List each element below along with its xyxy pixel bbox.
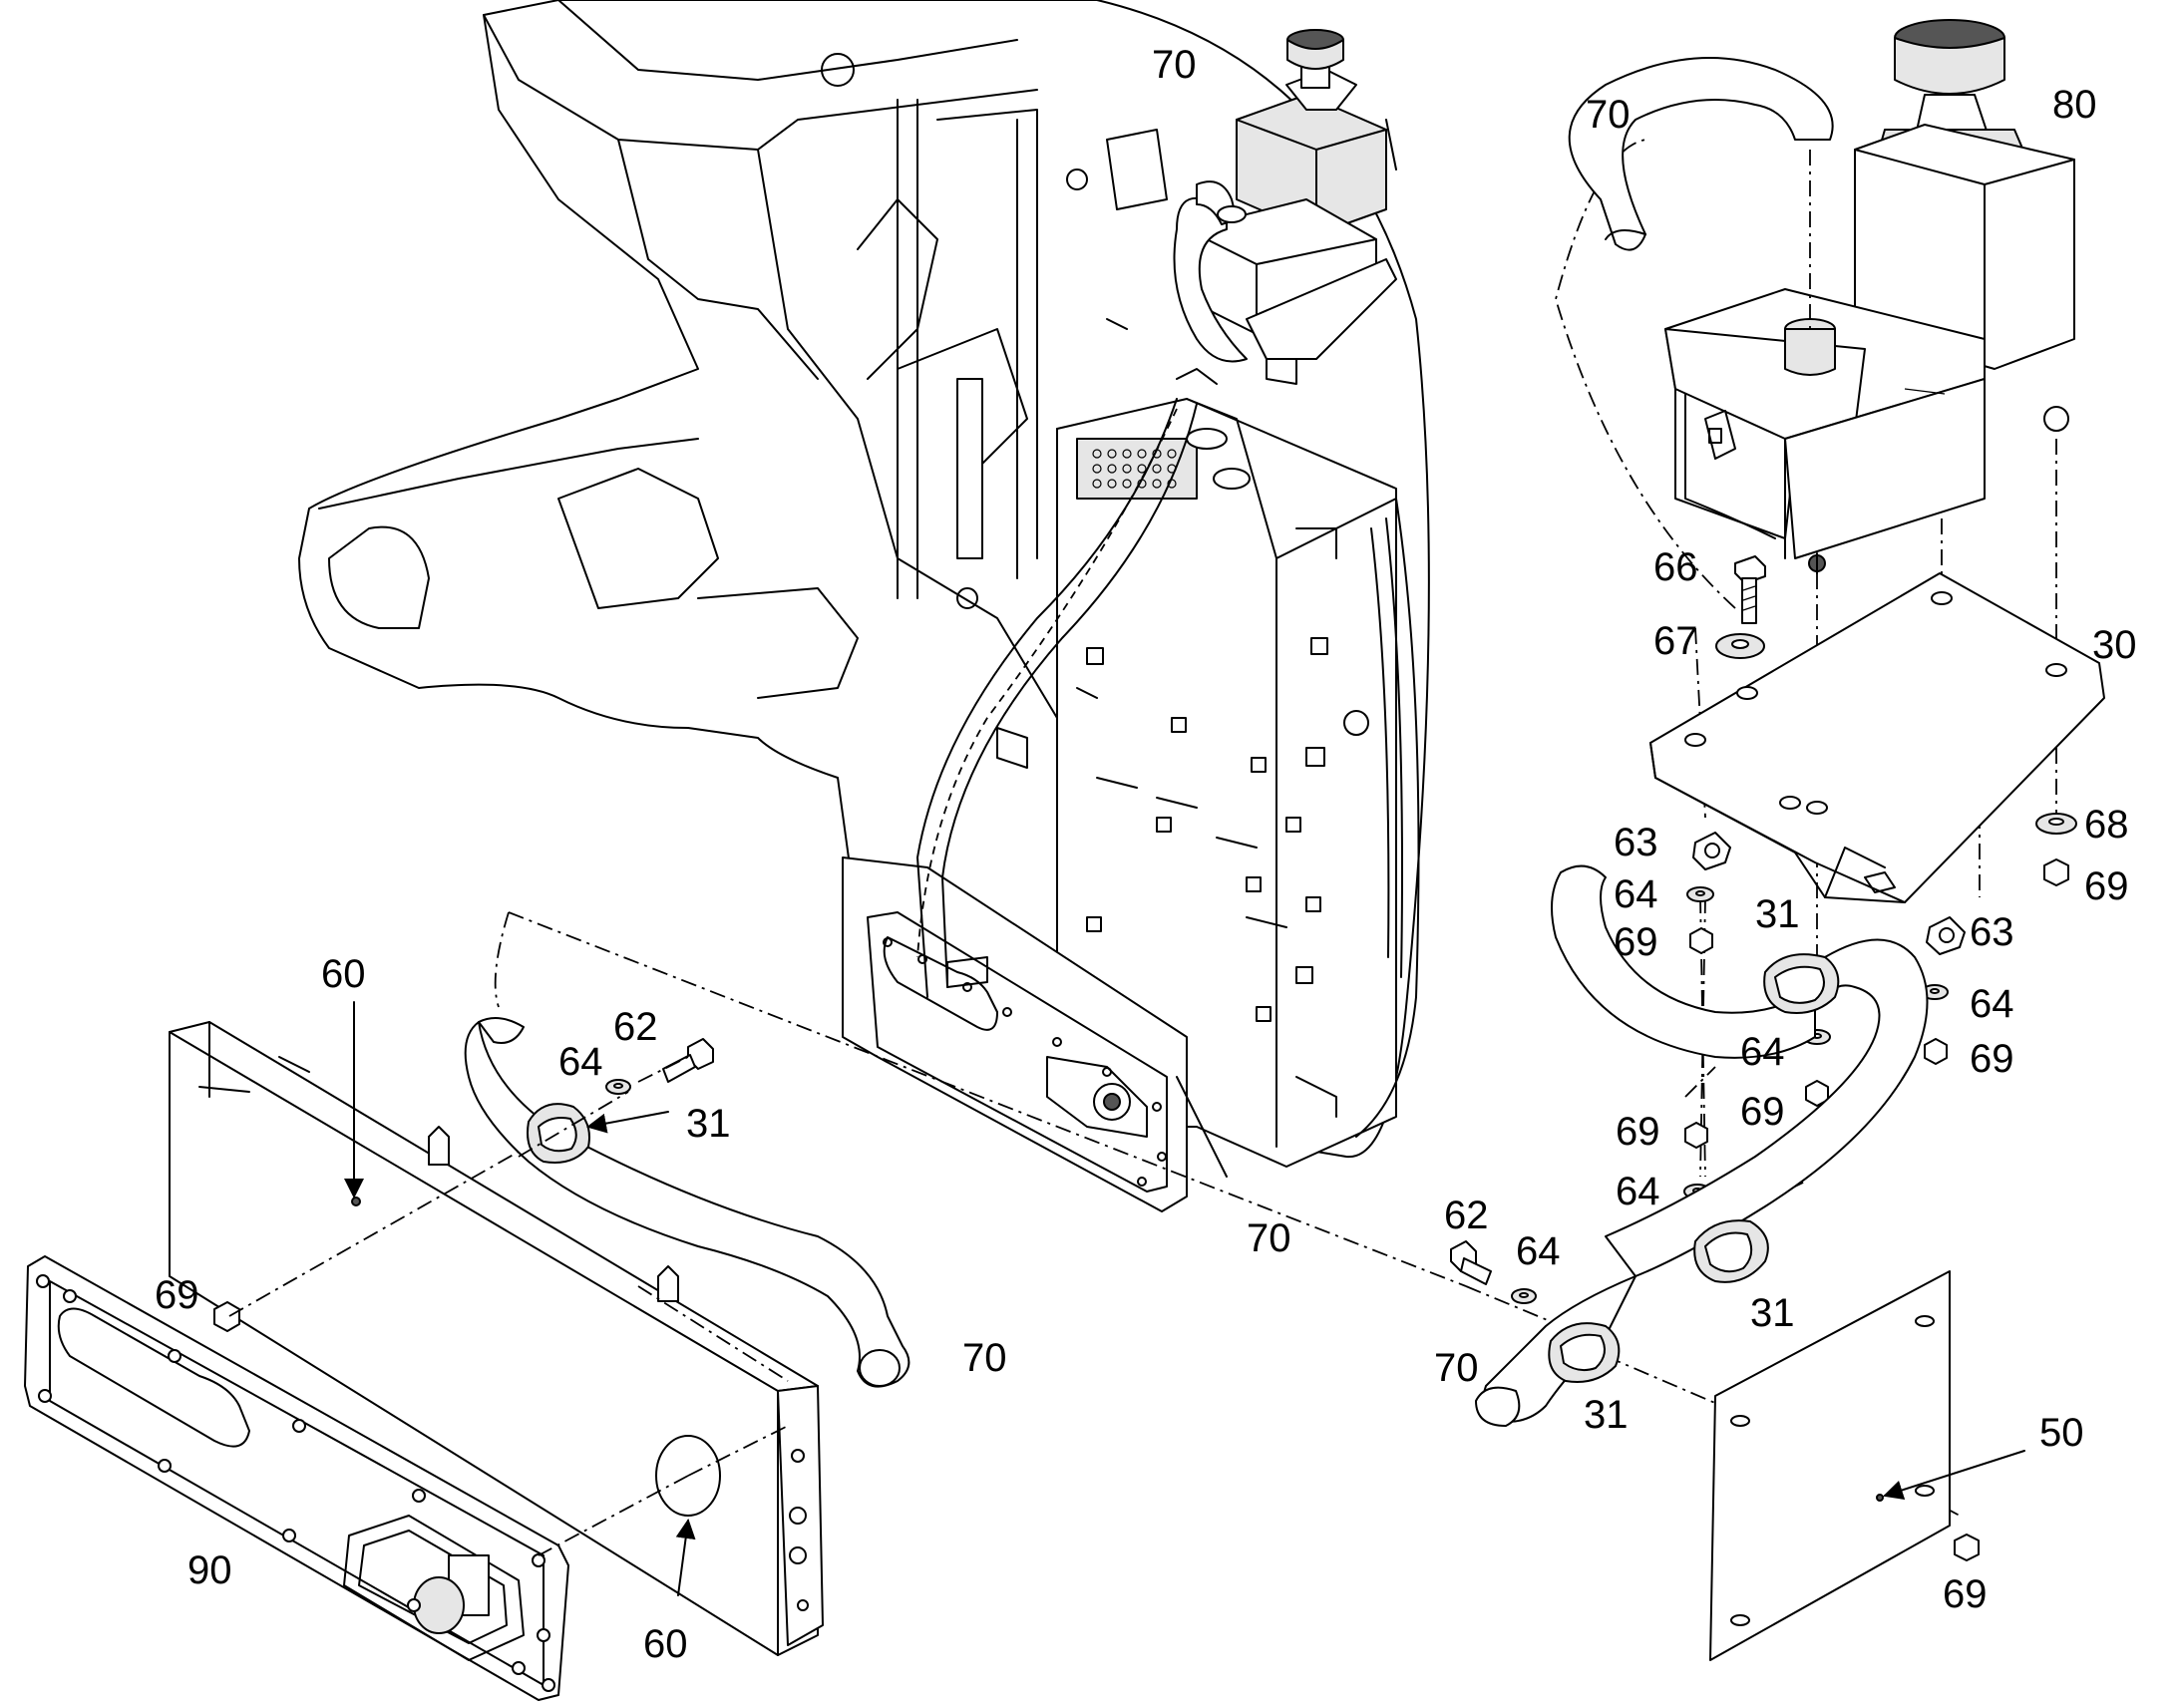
gasket-plate (24, 1255, 569, 1701)
callout-69: 69 (155, 1273, 199, 1317)
clamp-63-right (1926, 916, 1966, 955)
callout-31: 31 (686, 1102, 731, 1146)
callout-69: 69 (1943, 1572, 1988, 1616)
callout-80: 80 (2052, 83, 2097, 127)
callout-64: 64 (1616, 1170, 1660, 1213)
washer-68 (2035, 813, 2077, 835)
installed-hose (916, 398, 1198, 998)
callout-68: 68 (2084, 803, 2129, 847)
callout-70: 70 (962, 1336, 1007, 1380)
nut-69-right-mid (1924, 1038, 1948, 1065)
joystick-control-box (1664, 19, 2075, 574)
nut-69-lower (1684, 1122, 1708, 1149)
callout-50: 50 (2039, 1411, 2084, 1455)
callout-64: 64 (1516, 1229, 1561, 1273)
callout-69: 69 (1616, 1110, 1660, 1154)
bolt-66 (1734, 555, 1766, 624)
clamp-31-lower (1548, 1322, 1621, 1383)
callout-67: 67 (1653, 619, 1698, 663)
callouts: 70 70 80 66 67 30 68 69 63 64 69 31 63 6… (155, 43, 2137, 1666)
callout-64: 64 (558, 1040, 603, 1084)
callout-70: 70 (1586, 93, 1631, 137)
callout-62: 62 (1444, 1194, 1489, 1237)
nut-69-left (213, 1301, 240, 1332)
nut-69-left-top (1689, 927, 1713, 954)
callout-66: 66 (1653, 545, 1698, 589)
callout-31: 31 (1750, 1291, 1795, 1335)
callout-64: 64 (1740, 1030, 1785, 1074)
callout-69: 69 (1740, 1090, 1785, 1134)
callout-64: 64 (1614, 872, 1658, 916)
callout-69: 69 (1970, 1037, 2014, 1081)
callout-70: 70 (1152, 43, 1197, 87)
callout-63: 63 (1970, 910, 2014, 954)
callout-60: 60 (321, 952, 366, 996)
callout-69: 69 (1614, 920, 1658, 964)
leader-lines (344, 1001, 2025, 1596)
nut-69-bottom-right (1954, 1534, 1980, 1561)
installed-bottom-plate (842, 856, 1188, 1212)
installed-joystick-box (1176, 29, 1397, 385)
mounting-plate (1649, 572, 2105, 903)
clamp-31-mid (1693, 1219, 1769, 1283)
callout-31: 31 (1755, 892, 1800, 936)
callout-69: 69 (2084, 864, 2129, 908)
centerlines-left (228, 911, 1467, 1556)
nut-69-right (2043, 858, 2069, 886)
callout-63: 63 (1614, 821, 1658, 864)
callout-62: 62 (613, 1005, 658, 1049)
installed-hose-loop (1173, 180, 1248, 363)
callout-70: 70 (1434, 1346, 1479, 1390)
bolt-62-left (662, 1038, 714, 1083)
washer-64-bolt-left (605, 1079, 631, 1095)
callout-64: 64 (1970, 982, 2014, 1026)
callout-60: 60 (643, 1622, 688, 1666)
hose-70-top-right (1568, 57, 1834, 251)
washer-64-right (1921, 984, 1949, 1000)
washer-64-bolt-right (1511, 1288, 1537, 1304)
washer-64-left (1686, 886, 1714, 902)
callout-90: 90 (187, 1548, 232, 1592)
callout-70: 70 (1247, 1216, 1291, 1260)
clamp-63-left (1692, 832, 1731, 870)
washer-67 (1715, 633, 1765, 659)
cover-plate (1709, 1270, 1951, 1661)
callout-31: 31 (1584, 1393, 1629, 1437)
callout-30: 30 (2092, 623, 2137, 667)
clamp-31-upper (1763, 953, 1840, 1014)
bolt-62-right (1450, 1240, 1492, 1285)
